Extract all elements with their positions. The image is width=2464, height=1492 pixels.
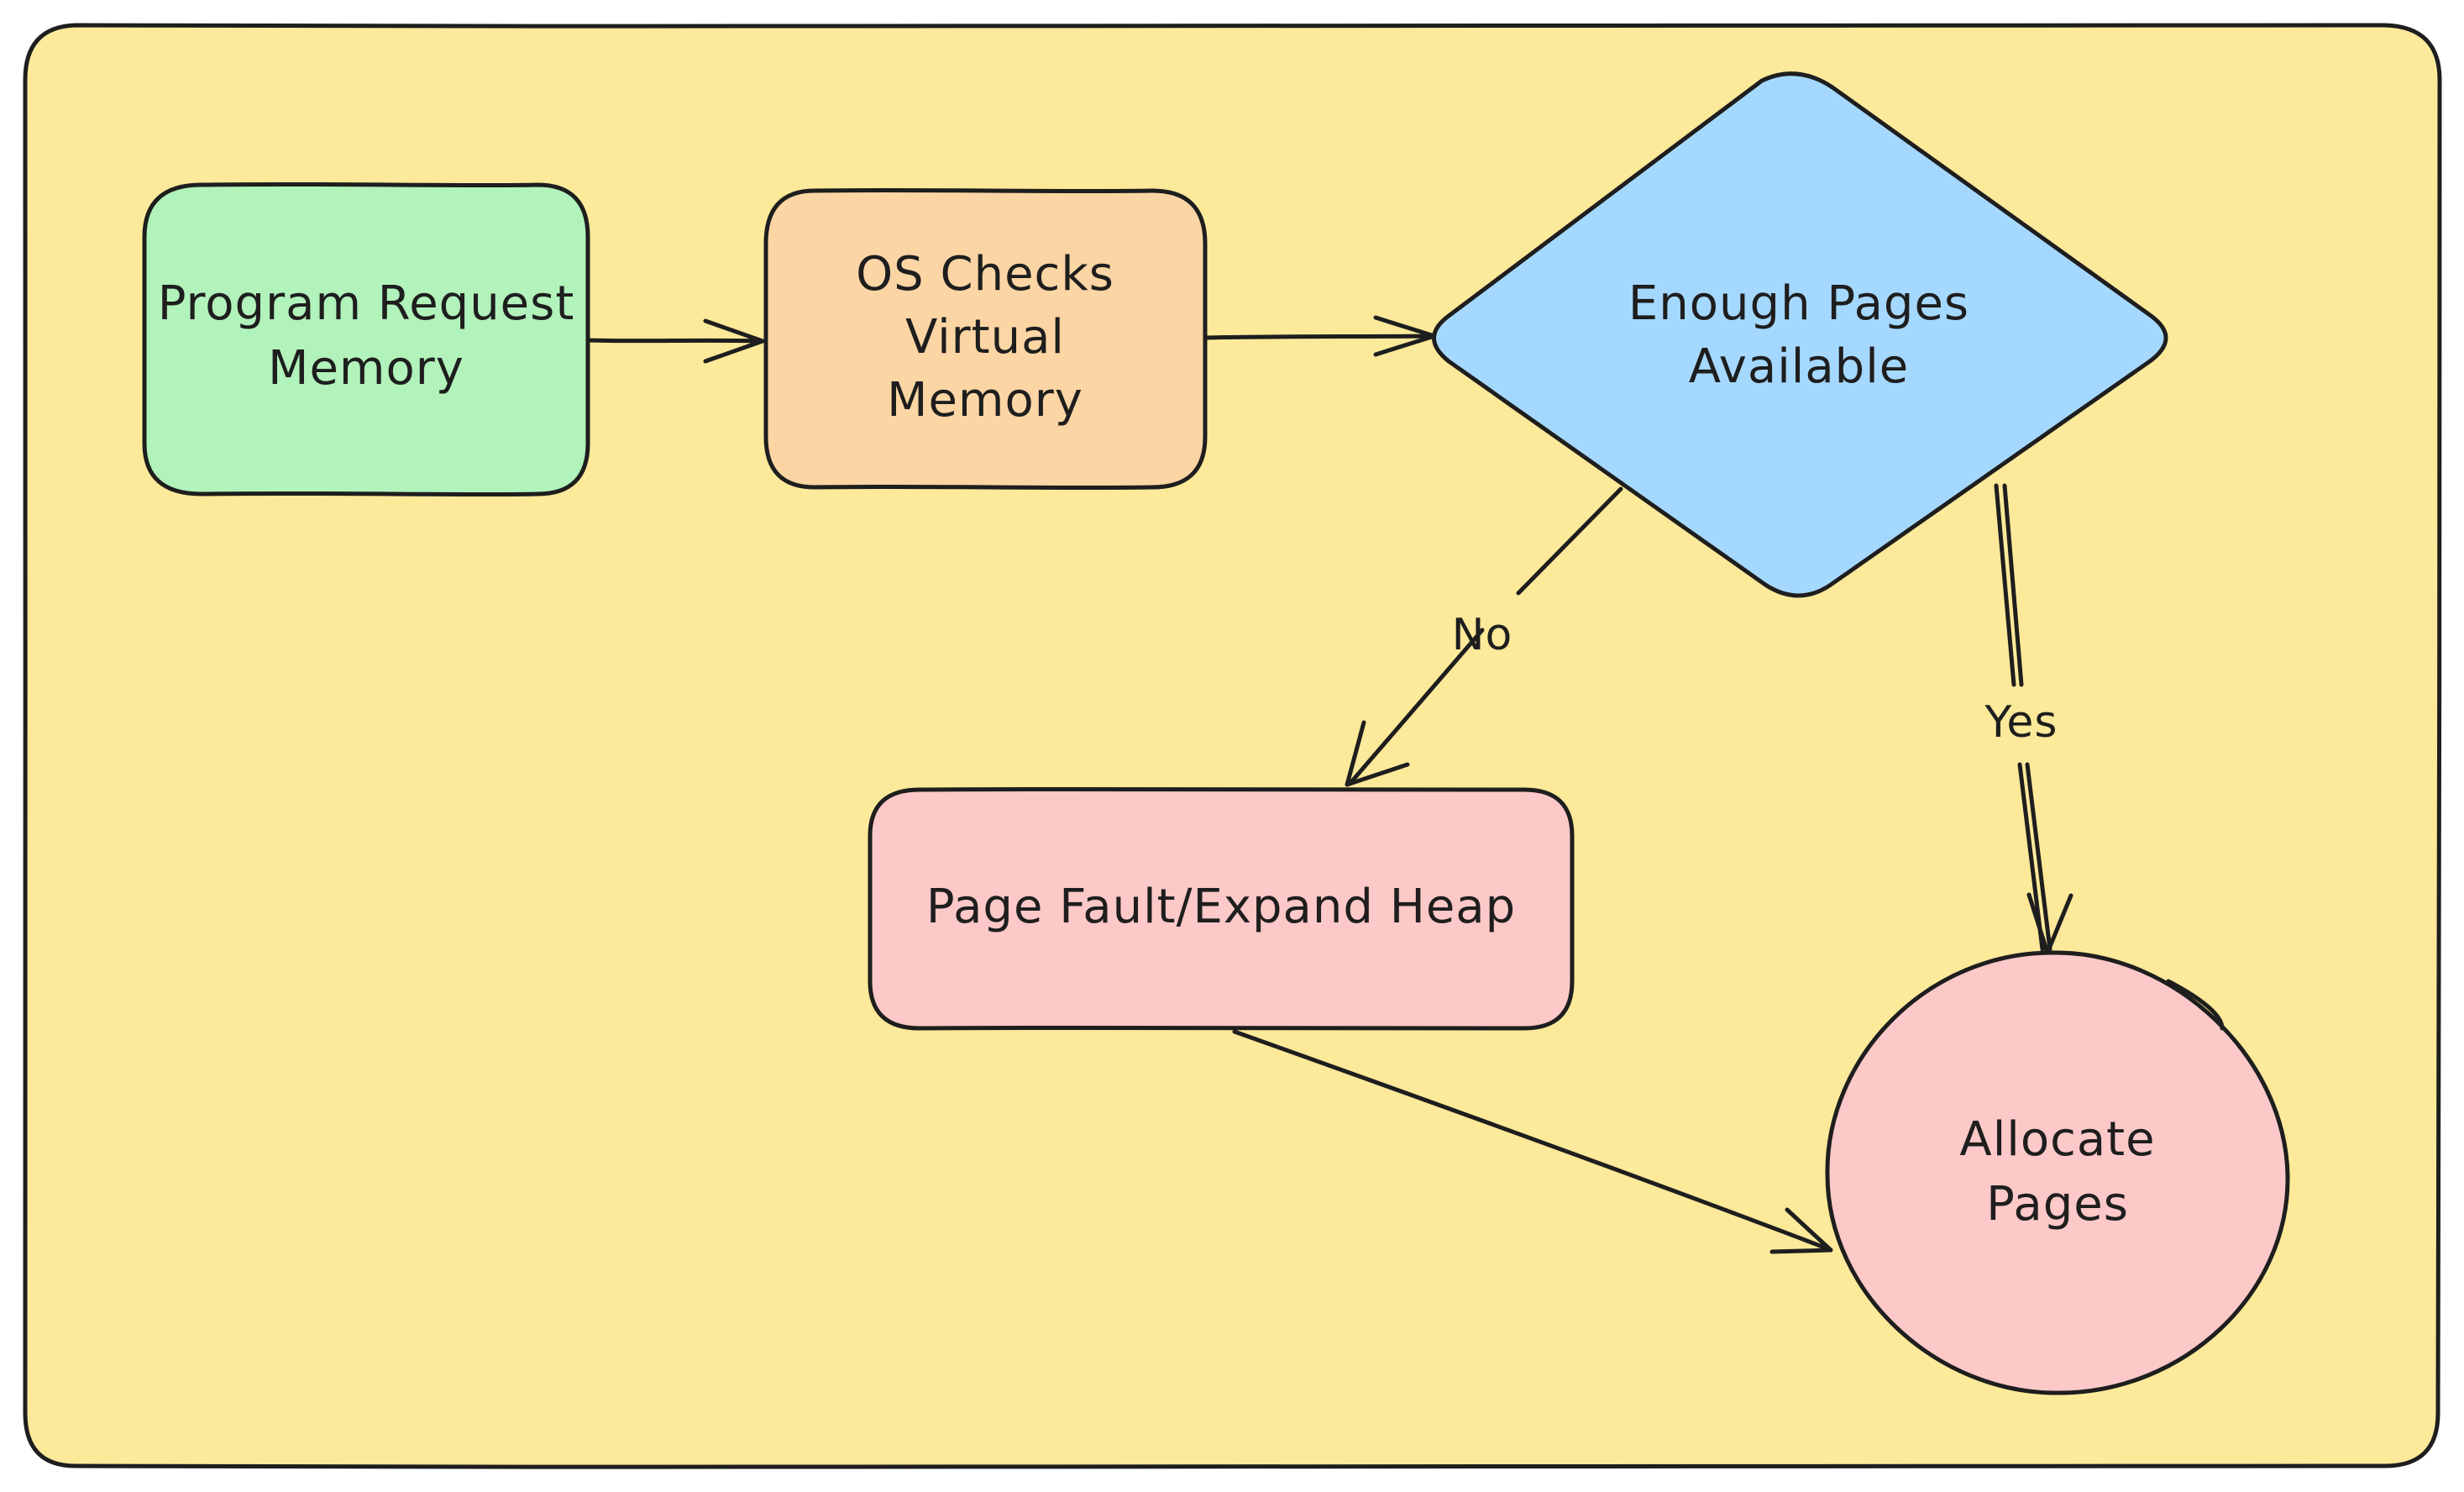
edge-decision-yes-to-allocate [1994,483,2073,955]
edge-label-no: No [1452,610,1513,660]
node-label-line: Virtual [905,310,1065,365]
node-label-line: Allocate [1959,1112,2155,1167]
node-enough-pages-available-decision: Enough Pages Available [1432,71,2168,598]
node-label-line: Memory [887,373,1083,428]
node-label-line: Program Request [158,276,575,331]
node-label-line: Available [1689,339,1909,394]
edge-page-fault-to-allocate [1232,1029,1833,1254]
node-page-fault-expand-heap: Page Fault/Expand Heap [868,786,1575,1032]
edge-label-yes: Yes [1984,697,2058,748]
node-label-line: Enough Pages [1628,276,1969,331]
edge-request-to-os-check [585,318,765,364]
node-label-line: Page Fault/Expand Heap [926,880,1516,934]
node-label-line: Pages [1986,1177,2129,1232]
node-label-line: Memory [268,341,464,396]
node-allocate-pages: Allocate Pages [1825,950,2290,1395]
node-program-request-memory: Program Request Memory [142,181,590,497]
edge-decision-no-to-page-fault [1345,486,1623,787]
node-label-line: OS Checks [856,247,1114,302]
node-os-checks-virtual-memory: OS Checks Virtual Memory [763,187,1208,491]
